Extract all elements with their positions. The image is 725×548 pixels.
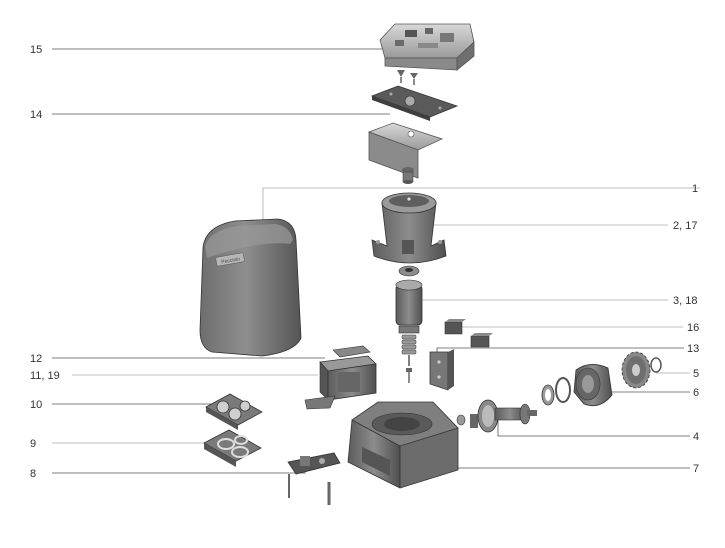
part-8-release-lever: [287, 452, 341, 505]
bearing-ring: [541, 377, 571, 406]
part-14-mounting-plate: [370, 85, 459, 121]
callout-14: 14: [30, 109, 42, 121]
part-6-output-housing: [573, 364, 613, 407]
part-12-top-cap: [332, 345, 371, 358]
callout-1: 1: [692, 183, 698, 195]
part-1-cover: Peccinin: [199, 218, 302, 357]
part-16-magnets: [444, 319, 493, 348]
callout-13: 13: [687, 343, 699, 355]
leader-1: [262, 187, 700, 252]
cover-brand-label: Peccinin: [221, 256, 241, 265]
callout-7: 7: [693, 463, 699, 475]
callout-16: 16: [687, 322, 699, 334]
part-9-gasket: [203, 429, 262, 467]
board-screws: [397, 70, 418, 85]
part-7-gearbox-base: [347, 401, 459, 489]
callout-9: 9: [30, 438, 36, 450]
callout-5: 5: [693, 368, 699, 380]
small-spring-parts: [402, 167, 414, 184]
callout-labels: 15 14 1 2, 17 3, 18 16 13 12 11, 19 5 6 …: [30, 44, 699, 480]
callout-2-17: 2, 17: [673, 220, 697, 232]
washer: [398, 265, 420, 277]
part-11-switch-box: [304, 355, 377, 410]
small-pin: [406, 368, 412, 383]
callout-4: 4: [693, 431, 699, 443]
callout-6: 6: [693, 387, 699, 399]
part-14-bracket: [367, 122, 444, 179]
part-5-pinion-gear: [621, 351, 662, 389]
callout-12: 12: [30, 353, 42, 365]
callout-15: 15: [30, 44, 42, 56]
part-13-switch-bracket: [429, 349, 454, 391]
callout-10: 10: [30, 399, 42, 411]
part-2-motor-housing: [371, 192, 447, 264]
part-3-rotor: [395, 279, 423, 366]
callout-11-19: 11, 19: [30, 370, 60, 382]
callout-8: 8: [30, 468, 36, 480]
part-10-rubber-dampers: [205, 393, 263, 430]
leader-4: [497, 420, 690, 437]
part-15-control-board: [379, 23, 475, 71]
part-4-worm-gear: [456, 399, 537, 433]
callout-3-18: 3, 18: [673, 295, 697, 307]
